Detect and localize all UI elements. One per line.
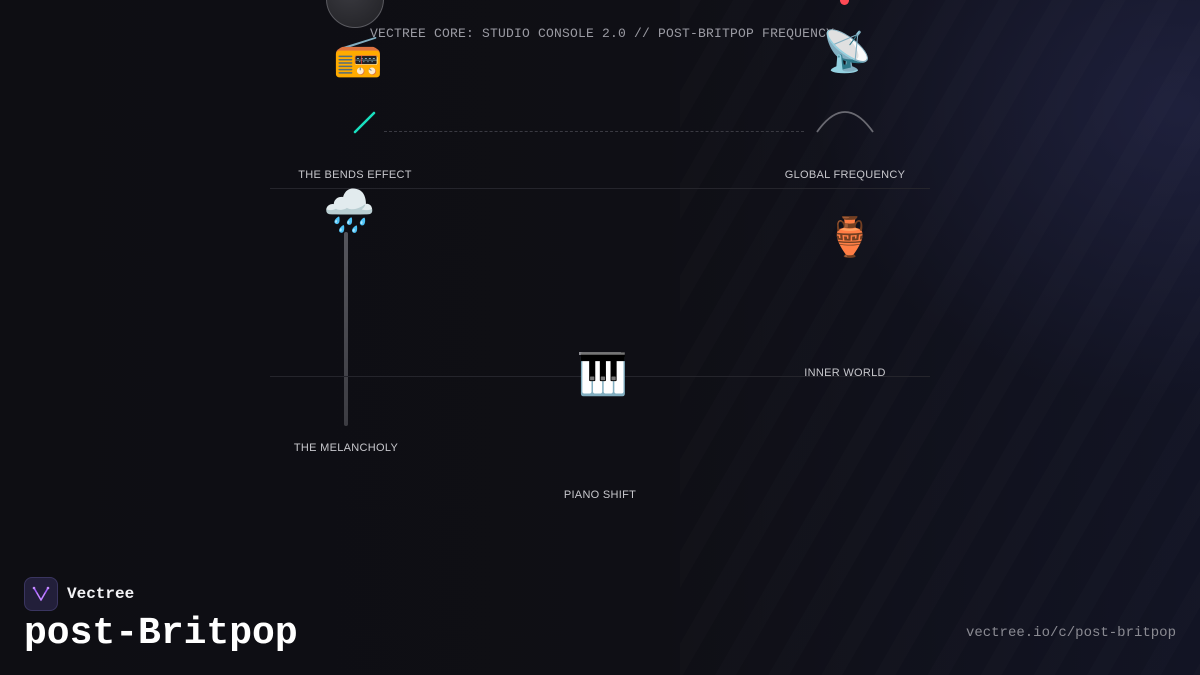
piano-keys-icon[interactable]: 🎹 (578, 352, 628, 398)
bend-line-indicator[interactable] (350, 108, 380, 138)
module-label-inner-world: INNER WORLD (804, 367, 886, 379)
console-title: VECTREE CORE: STUDIO CONSOLE 2.0 // POST… (370, 26, 835, 41)
vectree-logo-icon[interactable] (24, 577, 58, 611)
module-label-the-bends-effect: THE BENDS EFFECT (298, 169, 412, 181)
brand-name: Vectree (67, 585, 135, 603)
page-title: post-Britpop (24, 612, 298, 655)
module-label-global-frequency: GLOBAL FREQUENCY (784, 169, 906, 181)
page-url[interactable]: vectree.io/c/post-britpop (965, 625, 1176, 641)
row-divider-bottom (270, 376, 930, 377)
piano-shift-bar (579, 352, 621, 355)
radio-icon[interactable]: 📻 (333, 33, 383, 79)
module-label-piano-shift: PIANO SHIFT (563, 489, 637, 501)
red-indicator-dot (840, 0, 849, 5)
top-knob[interactable] (326, 0, 384, 28)
satellite-dish-icon[interactable]: 📡 (822, 29, 872, 75)
melancholy-vertical-slider[interactable] (344, 232, 348, 426)
module-label-the-melancholy: THE MELANCHOLY (293, 442, 399, 454)
rain-cloud-icon[interactable]: 🌧️ (323, 186, 376, 235)
frequency-arc-dial[interactable] (812, 104, 878, 136)
brand-row: Vectree (24, 577, 134, 611)
background-rays (680, 0, 1200, 675)
row-divider-top (270, 188, 930, 189)
frequency-dashed-link (384, 131, 804, 132)
amphora-icon[interactable]: 🏺 (826, 215, 874, 259)
